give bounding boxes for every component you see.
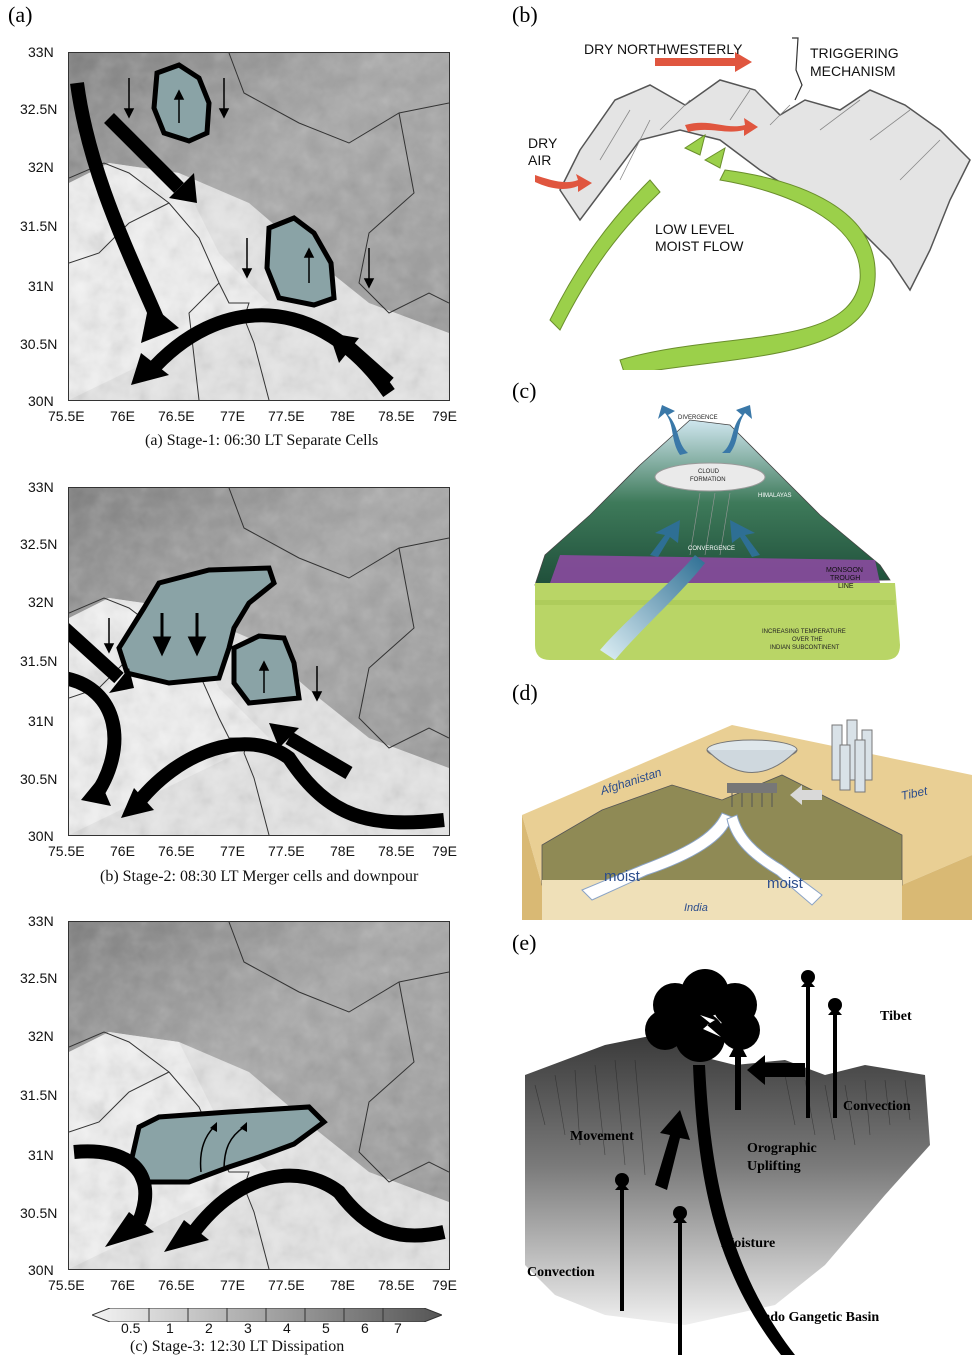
- lat-tick: 32N: [28, 1028, 54, 1044]
- colorbar-tick: 2: [205, 1320, 213, 1336]
- panel-e-diagram: Tibet Convection Movement Orographic Upl…: [525, 965, 970, 1355]
- convection-left-label: Convection: [527, 1265, 595, 1280]
- lon-tick: 79E: [432, 843, 457, 859]
- tibet-label-e: Tibet: [880, 1009, 912, 1024]
- formation-label: FORMATION: [690, 477, 726, 483]
- lon-tick: 79E: [432, 408, 457, 424]
- panel-b-label: (b): [512, 2, 538, 27]
- lon-tick: 78.5E: [378, 408, 415, 424]
- air-label: AIR: [528, 152, 551, 168]
- panel-d-label: (d): [512, 680, 538, 705]
- colorbar-tick: 6: [361, 1320, 369, 1336]
- temp-label-1: INCREASING TEMPERATURE: [762, 629, 846, 635]
- lon-tick: 75.5E: [48, 1277, 85, 1293]
- dry-label: DRY: [528, 135, 558, 151]
- basin-label: Indo Gangetic Basin: [757, 1310, 879, 1325]
- lat-tick: 31N: [28, 1147, 54, 1163]
- panel-d-diagram: Afghanistan Tibet moist moist India: [522, 715, 972, 920]
- low-level-label: LOW LEVEL: [655, 221, 735, 237]
- divergence-label: DIVERGENCE: [678, 415, 718, 421]
- panel-c-label: (c): [512, 378, 537, 403]
- lon-tick: 75.5E: [48, 408, 85, 424]
- lon-tick: 77E: [220, 1277, 245, 1293]
- trough-label-2: TROUGH: [830, 575, 860, 582]
- lon-tick: 77.5E: [268, 408, 305, 424]
- lat-tick: 31.5N: [20, 653, 58, 669]
- lat-tick: 31N: [28, 713, 54, 729]
- orographic-label: Orographic: [747, 1141, 817, 1156]
- lon-tick: 76E: [110, 408, 135, 424]
- map-caption-3: (c) Stage-3: 12:30 LT Dissipation: [130, 1338, 345, 1355]
- map-stage-3: [68, 921, 450, 1270]
- map-stage-1: [68, 52, 450, 401]
- lat-tick: 30N: [28, 393, 54, 409]
- lon-tick: 78.5E: [378, 1277, 415, 1293]
- lat-tick: 30.5N: [20, 1205, 58, 1221]
- map-caption-2: (b) Stage-2: 08:30 LT Merger cells and d…: [100, 868, 419, 885]
- panel-b-sketch: DRY NORTHWESTERLY TRIGGERING MECHANISM D…: [520, 30, 972, 376]
- panel-a-label: (a): [8, 2, 33, 27]
- lat-tick: 33N: [28, 913, 54, 929]
- lon-tick: 76.5E: [158, 408, 195, 424]
- lon-tick: 78E: [330, 1277, 355, 1293]
- panel-c-diagram: DIVERGENCE CLOUD FORMATION HIMALAYAS CON…: [530, 405, 910, 665]
- colorbar-tick: 5: [322, 1320, 330, 1336]
- lat-tick: 31N: [28, 278, 54, 294]
- lon-tick: 79E: [432, 1277, 457, 1293]
- trough-label-1: MONSOON: [826, 567, 863, 574]
- convergence-label: CONVERGENCE: [688, 546, 735, 552]
- lat-tick: 33N: [28, 479, 54, 495]
- lon-tick: 78E: [330, 408, 355, 424]
- colorbar-tick: 1: [166, 1320, 174, 1336]
- lat-tick: 30.5N: [20, 771, 58, 787]
- colorbar-tick: 4: [283, 1320, 291, 1336]
- himalayas-label: HIMALAYAS: [758, 493, 791, 499]
- lat-tick: 32N: [28, 159, 54, 175]
- moist-right-label: moist: [767, 875, 804, 892]
- triggering-label: TRIGGERING: [810, 45, 899, 61]
- moisture-label: Moisture: [721, 1236, 775, 1251]
- lon-tick: 78.5E: [378, 843, 415, 859]
- india-label: India: [684, 902, 708, 914]
- lon-tick: 77.5E: [268, 1277, 305, 1293]
- lat-tick: 33N: [28, 44, 54, 60]
- lon-tick: 76E: [110, 1277, 135, 1293]
- uplifting-label: Uplifting: [747, 1159, 801, 1174]
- map-caption-1: (a) Stage-1: 06:30 LT Separate Cells: [145, 432, 379, 449]
- cloud-label: CLOUD: [698, 469, 720, 475]
- panel-e-label: (e): [512, 930, 537, 955]
- movement-label: Movement: [570, 1129, 634, 1144]
- lat-tick: 32.5N: [20, 536, 58, 552]
- colorbar: [90, 1307, 444, 1323]
- temp-label-2: OVER THE: [792, 637, 823, 643]
- lon-tick: 77E: [220, 408, 245, 424]
- moist-flow-label: MOIST FLOW: [655, 238, 744, 254]
- lat-tick: 30N: [28, 1262, 54, 1278]
- dry-northwesterly-label: DRY NORTHWESTERLY: [584, 41, 743, 57]
- colorbar-tick: 7: [394, 1320, 402, 1336]
- lon-tick: 78E: [330, 843, 355, 859]
- lon-tick: 77.5E: [268, 843, 305, 859]
- moist-left-label: moist: [604, 868, 641, 885]
- lon-tick: 75.5E: [48, 843, 85, 859]
- mechanism-label: MECHANISM: [810, 63, 896, 79]
- lat-tick: 31.5N: [20, 1087, 58, 1103]
- lat-tick: 30.5N: [20, 336, 58, 352]
- colorbar-tick: 0.5: [121, 1320, 141, 1336]
- lon-tick: 76.5E: [158, 1277, 195, 1293]
- convection-right-label: Convection: [843, 1099, 911, 1114]
- lat-tick: 32N: [28, 594, 54, 610]
- temp-label-3: INDIAN SUBCONTINENT: [770, 645, 840, 651]
- colorbar-tick: 3: [244, 1320, 252, 1336]
- lat-tick: 32.5N: [20, 970, 58, 986]
- lon-tick: 76E: [110, 843, 135, 859]
- map-stage-2: [68, 487, 450, 836]
- lat-tick: 30N: [28, 828, 54, 844]
- lat-tick: 31.5N: [20, 218, 58, 234]
- lon-tick: 76.5E: [158, 843, 195, 859]
- lon-tick: 77E: [220, 843, 245, 859]
- tibet-label: Tibet: [900, 784, 930, 803]
- lat-tick: 32.5N: [20, 101, 58, 117]
- trough-label-3: LINE: [838, 583, 854, 590]
